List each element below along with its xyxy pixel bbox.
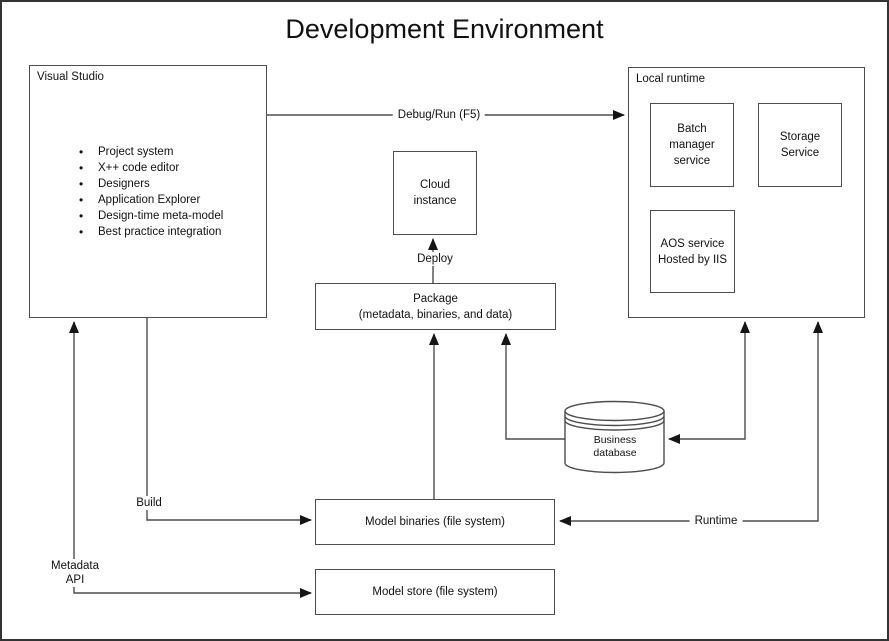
business-database-cylinder: [564, 400, 665, 474]
connector-database-to-package: [501, 333, 565, 440]
connector-build: [146, 318, 312, 525]
label-build: Build: [131, 496, 167, 510]
feature-item: Best practice integration: [30, 224, 266, 240]
visual-studio-label: Visual Studio: [37, 71, 104, 83]
model-binaries-label: Model binaries (file system): [365, 516, 505, 528]
box-visual-studio: Visual Studio Project system X++ code ed…: [29, 65, 267, 318]
business-database-label: Business database: [593, 434, 637, 459]
connector-runtime-database: [668, 321, 750, 444]
box-aos-service: AOS service Hosted by IIS: [650, 210, 735, 293]
label-debug-run: Debug/Run (F5): [392, 108, 486, 122]
local-runtime-label: Local runtime: [636, 73, 706, 85]
diagram-title: Development Environment: [285, 14, 604, 44]
feature-item: Designers: [30, 176, 266, 192]
box-storage-service: Storage Service: [758, 103, 842, 187]
package-label: Package (metadata, binaries, and data): [358, 292, 513, 321]
batch-manager-service-label: Batch manager service: [669, 123, 715, 167]
storage-service-label: Storage Service: [779, 131, 821, 159]
cloud-instance-label: Cloud instance: [413, 179, 457, 207]
aos-service-label: AOS service Hosted by IIS: [657, 237, 728, 266]
box-batch-manager-service: Batch manager service: [650, 103, 734, 187]
label-runtime: Runtime: [689, 514, 743, 528]
feature-item: Application Explorer: [30, 192, 266, 208]
feature-item: Design-time meta-model: [30, 208, 266, 224]
box-model-binaries: Model binaries (file system): [315, 499, 555, 545]
visual-studio-feature-list: Project system X++ code editor Designers…: [30, 144, 266, 240]
box-local-runtime: Local runtime Batch manager service Stor…: [628, 67, 865, 318]
box-package: Package (metadata, binaries, and data): [315, 283, 556, 330]
feature-item: Project system: [30, 144, 266, 160]
connector-metadata-api: [69, 321, 312, 598]
feature-item: X++ code editor: [30, 160, 266, 176]
box-cloud-instance: Cloud instance: [393, 151, 477, 235]
connector-runtime-binaries: [559, 321, 823, 526]
label-deploy: Deploy: [412, 252, 458, 266]
model-store-label: Model store (file system): [372, 586, 498, 598]
label-metadata-api: Metadata API: [46, 559, 104, 587]
box-model-store: Model store (file system): [315, 569, 555, 615]
